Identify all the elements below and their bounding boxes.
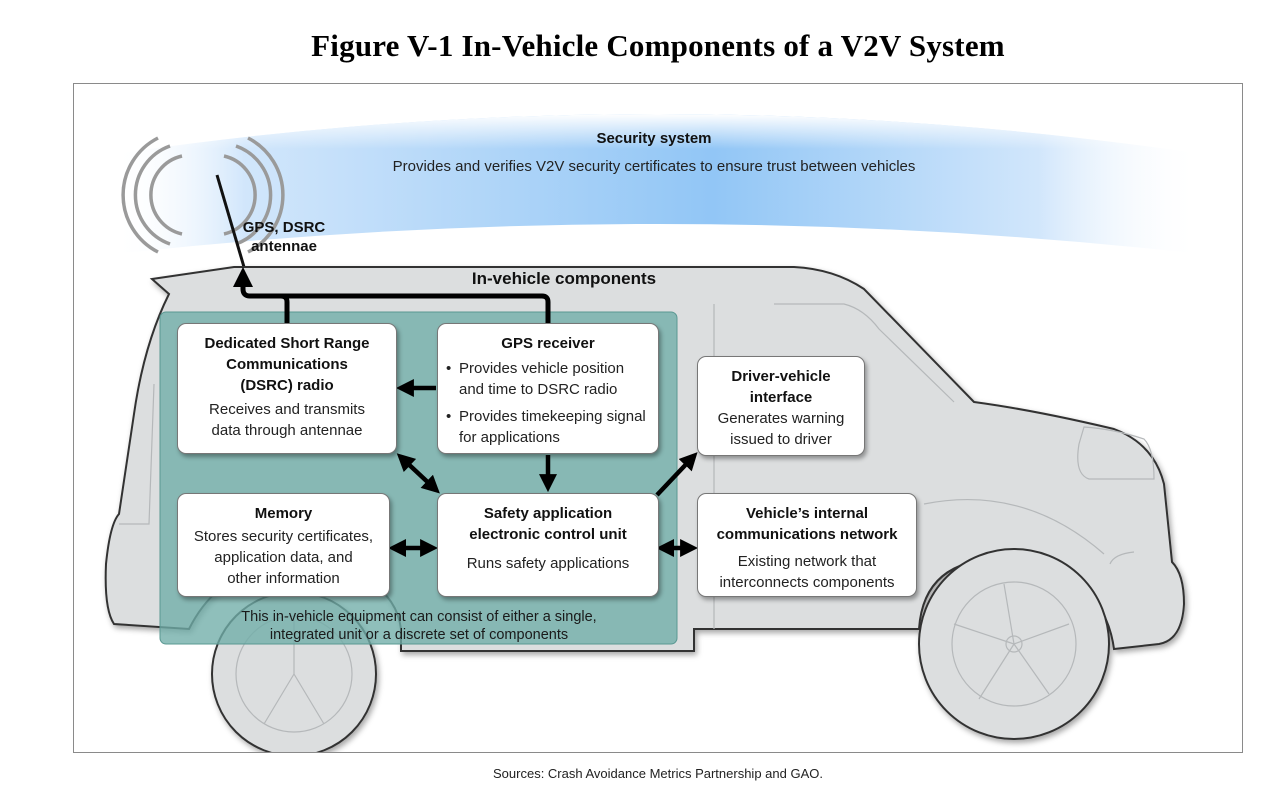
sources-caption: Sources: Crash Avoidance Metrics Partner… [493, 766, 823, 781]
antenna-label-line1: GPS, DSRC [242, 219, 326, 236]
gps-title: GPS receiver [501, 335, 595, 352]
gps-bullet-2: Provides timekeeping signal for applicat… [446, 406, 652, 448]
dvi-desc-1: Generates warning [717, 410, 845, 427]
dvi-title-1: Driver-vehicle [731, 368, 831, 385]
memory-box: Memory Stores security certificates, app… [177, 493, 390, 597]
arrow-safety-to-dvi [655, 452, 698, 497]
safety-title-1: Safety application [483, 505, 613, 522]
note-line-1: This in-vehicle equipment can consist of… [241, 609, 597, 625]
dsrc-title-1: Dedicated Short Range [204, 335, 370, 352]
arrow-dsrc-safety [396, 453, 440, 494]
safety-desc: Runs safety applications [466, 555, 630, 572]
memory-title: Memory [254, 505, 313, 522]
dsrc-radio-box: Dedicated Short Range Communications (DS… [177, 323, 397, 454]
internal-network-box: Vehicle’s internal communications networ… [697, 493, 917, 597]
security-system-description: Provides and verifies V2V security certi… [392, 158, 916, 175]
antenna-label-line2: antennae [251, 238, 317, 255]
dvi-title-2: interface [749, 389, 813, 406]
memory-desc-2: application data, and [214, 549, 353, 566]
note-line-2: integrated unit or a discrete set of com… [269, 627, 569, 643]
in-vehicle-components-title: In-vehicle components [471, 269, 657, 288]
safety-ecu-box: Safety application electronic control un… [437, 493, 659, 597]
gps-bullet-1: Provides vehicle position and time to DS… [446, 358, 652, 400]
memory-desc-1: Stores security certificates, [193, 528, 374, 545]
figure-title: Figure V-1 In-Vehicle Components of a V2… [311, 28, 1005, 63]
diagram-frame: Security system Provides and verifies V2… [73, 83, 1243, 753]
gps-bullet-list: Provides vehicle position and time to DS… [438, 358, 658, 448]
network-desc-1: Existing network that [737, 553, 877, 570]
memory-desc-3: other information [227, 570, 340, 587]
car-detail-lines [119, 303, 1155, 733]
dsrc-title-2: Communications [226, 356, 348, 373]
driver-vehicle-interface-box: Driver-vehicle interface Generates warni… [697, 356, 865, 456]
safety-title-2: electronic control unit [469, 526, 627, 543]
antenna-mast [215, 174, 246, 268]
gps-receiver-box: GPS receiver Provides vehicle position a… [437, 323, 659, 454]
antenna-bus-line [233, 267, 290, 323]
radio-waves-icon [121, 136, 285, 254]
dsrc-desc-1: Receives and transmits [209, 401, 365, 418]
antenna-label: GPS, DSRC antennae [224, 218, 344, 256]
security-system-title: Security system [596, 130, 712, 147]
dvi-desc-2: issued to driver [730, 431, 832, 448]
network-desc-2: interconnects components [719, 574, 895, 591]
dsrc-title-3: (DSRC) radio [240, 377, 334, 394]
network-title-1: Vehicle’s internal [746, 505, 868, 522]
in-vehicle-note: This in-vehicle equipment can consist of… [194, 608, 644, 644]
dsrc-desc-2: data through antennae [211, 422, 363, 439]
network-title-2: communications network [716, 526, 898, 543]
